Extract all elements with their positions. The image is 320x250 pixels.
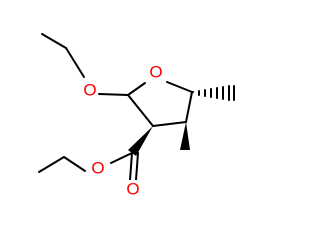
bond-c4-c3 bbox=[152, 121, 187, 127]
atom-o-carbonyl: O bbox=[125, 180, 141, 199]
bond-c3-c2 bbox=[127, 94, 154, 127]
svg-text:O: O bbox=[91, 159, 104, 178]
bond-c5-c4 bbox=[185, 91, 193, 123]
bond-ethoxy-ch2-o bbox=[65, 47, 85, 78]
bond-o-c2 bbox=[98, 93, 129, 96]
bond-ethoxy-ch3-ch2 bbox=[41, 33, 67, 49]
svg-text:O: O bbox=[126, 180, 139, 199]
bond-carbonyl-o-ester bbox=[110, 152, 133, 164]
bond-carbonyl-double-a bbox=[129, 152, 133, 181]
bond-ester-o-ch2 bbox=[63, 156, 86, 172]
bond-c2-ring-o bbox=[127, 82, 146, 96]
atom-o-ester: O bbox=[90, 159, 106, 178]
svg-text:O: O bbox=[149, 63, 162, 82]
bond-ester-ch2-ch3 bbox=[38, 156, 65, 173]
atom-o-ether: O bbox=[82, 81, 98, 100]
hashed-wedge-c5-methyl bbox=[192, 85, 235, 101]
solid-wedge-c4-methyl bbox=[180, 122, 190, 150]
atom-o-ring: O bbox=[148, 63, 164, 82]
bond-ring-o-c5 bbox=[166, 81, 193, 93]
bond-carbonyl-double-b bbox=[135, 152, 139, 181]
solid-wedge-c3-carbonyl bbox=[128, 126, 153, 156]
chemical-structure-diagram: O O O O bbox=[38, 33, 235, 199]
svg-text:O: O bbox=[83, 81, 96, 100]
